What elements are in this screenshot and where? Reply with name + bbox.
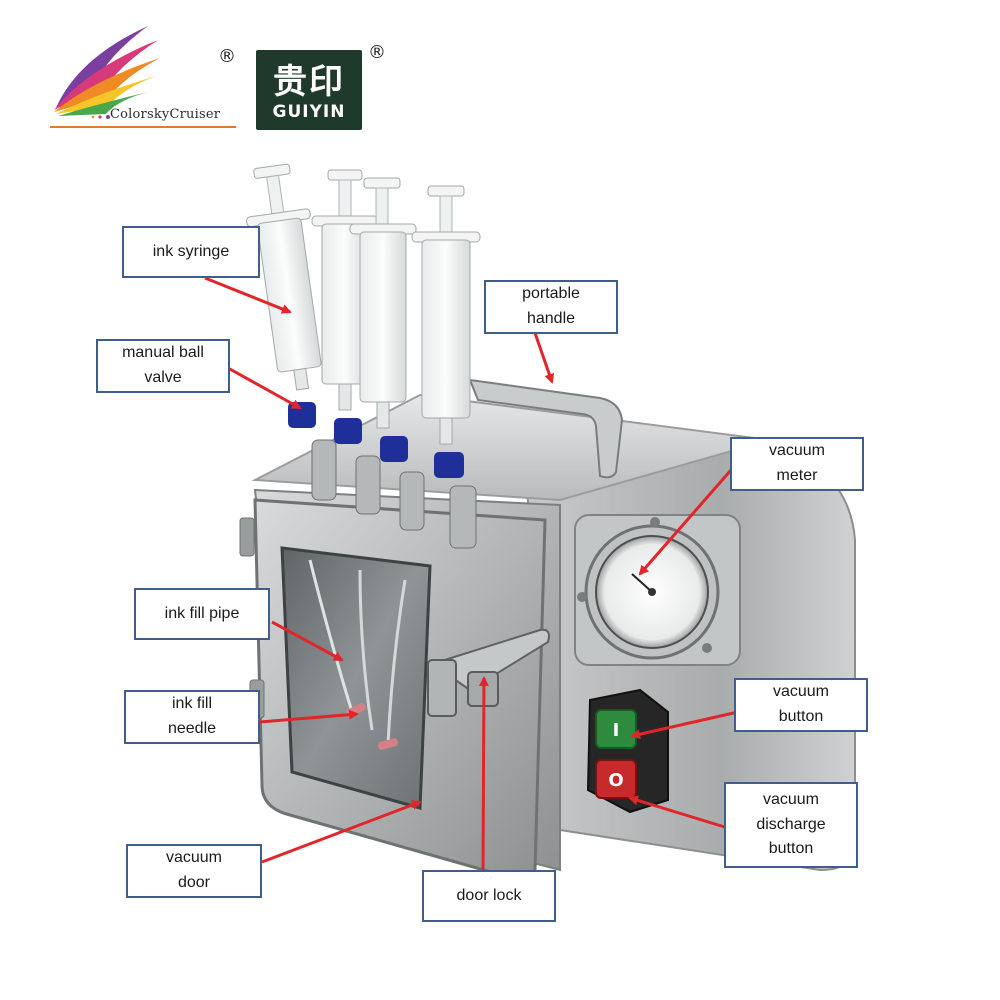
ink-fill-pipe-2 (358, 569, 374, 731)
guiyin-logo: 贵印 GUIYIN (256, 50, 362, 130)
arrow-vacuum-meter (638, 461, 740, 576)
arrow-vacuum-discharge-button (628, 795, 729, 830)
screw (577, 592, 587, 602)
ink-syringes (246, 163, 481, 445)
arrow-vacuum-door (261, 800, 422, 864)
door-lock-body (427, 659, 457, 717)
logo-underline (50, 126, 236, 128)
discharge-button-symbol: O (608, 770, 623, 791)
callout-vacuum-meter: vacuum meter (730, 437, 864, 491)
screw (702, 643, 712, 653)
ink-fill-pipe (308, 559, 354, 713)
guiyin-wordmark: GUIYIN (272, 102, 346, 122)
arrow-manual-ball-valve (227, 366, 302, 410)
arrow-vacuum-button (630, 710, 739, 740)
manual-ball-valve-2 (334, 418, 362, 444)
callout-arrows (204, 276, 740, 871)
portable-handle (468, 378, 624, 479)
ink-fill-needle-2 (377, 738, 399, 750)
feather-wing-icon (54, 26, 160, 119)
gauge-needle (631, 573, 653, 593)
vacuum-button (595, 709, 637, 749)
registered-mark: ® (218, 46, 236, 67)
guiyin-chinese-wordmark: 贵印 (273, 62, 345, 102)
colorskycruiser-logo: ColorskyCruiser (48, 18, 238, 133)
manual-ball-valve-1 (288, 402, 316, 428)
arrow-ink-syringe (204, 276, 292, 314)
callout-ink-syringe: ink syringe (122, 226, 260, 278)
callout-vacuum-door: vacuum door (126, 844, 262, 898)
ink-syringe-4 (411, 185, 481, 445)
vacuum-discharge-button (595, 759, 637, 799)
callout-door-lock: door lock (422, 870, 556, 922)
ink-syringe-1 (246, 163, 322, 391)
manual-ball-valve-4 (434, 452, 464, 478)
manual-ball-valves (288, 402, 464, 478)
ink-syringe-2 (311, 169, 379, 411)
screw (650, 517, 660, 527)
door-window (280, 546, 432, 810)
valve-connectors (311, 439, 477, 549)
gauge-pivot (648, 588, 656, 596)
arrow-portable-handle (533, 332, 555, 384)
ink-fill-pipe-3 (386, 579, 407, 746)
arrow-ink-fill-pipe (271, 620, 344, 662)
arrow-ink-fill-needle (259, 709, 359, 724)
callout-vacuum-discharge-button: vacuum discharge button (724, 782, 858, 868)
colorskycruiser-wordmark: ColorskyCruiser (110, 107, 221, 122)
callout-ink-fill-pipe: ink fill pipe (134, 588, 270, 640)
registered-mark-2: ® (368, 42, 386, 63)
arrow-door-lock (478, 676, 489, 871)
vacuum-button-symbol: I (613, 720, 620, 741)
callout-manual-ball-valve: manual ball valve (96, 339, 230, 393)
ink-syringe-3 (349, 177, 417, 429)
manual-ball-valve-3 (380, 436, 408, 462)
callout-ink-fill-needle: ink fill needle (124, 690, 260, 744)
door-hinge-top (239, 517, 255, 557)
door-lock-latch (429, 628, 550, 692)
callout-portable-handle: portable handle (484, 280, 618, 334)
callout-vacuum-button: vacuum button (734, 678, 868, 732)
